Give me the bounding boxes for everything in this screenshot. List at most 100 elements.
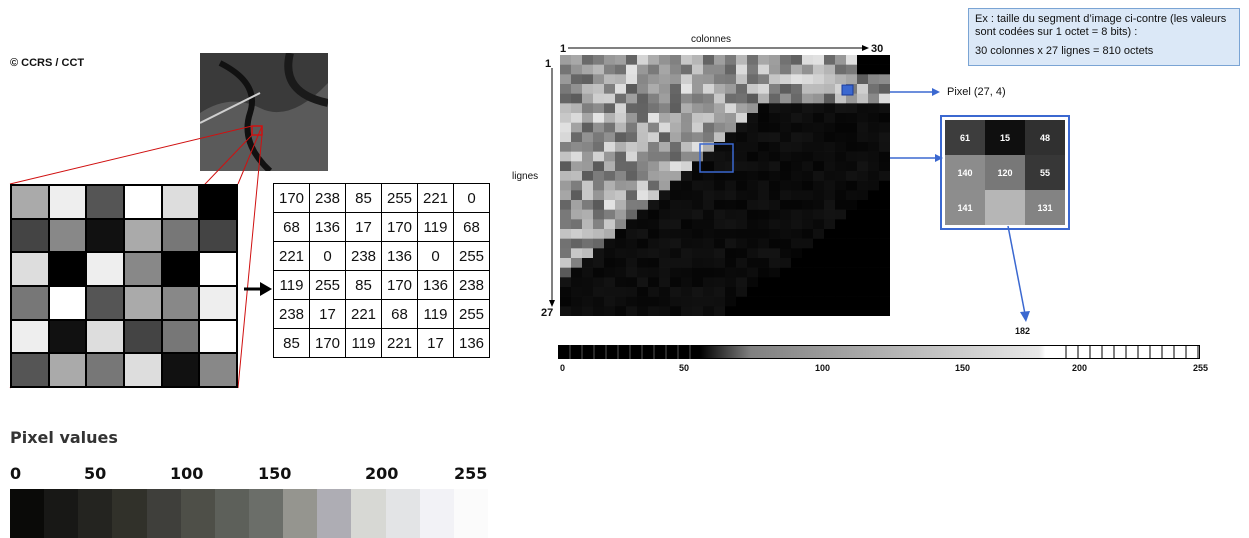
pixel-cell [879, 200, 890, 210]
pixel-cell [703, 238, 715, 249]
pixel-cell [582, 229, 594, 239]
pixel-cell [670, 209, 682, 220]
pixel-cell [813, 132, 825, 143]
arrow-right-icon [244, 282, 272, 296]
pixel-cell [769, 229, 781, 239]
pixel-cell [703, 142, 715, 152]
pixel-cell [571, 122, 583, 133]
pixel-cell [604, 122, 616, 133]
pixel-cell [714, 238, 726, 249]
zoom-cell-value: 120 [997, 167, 1013, 178]
pixel-cell [736, 219, 748, 230]
pixel-cell [626, 132, 638, 143]
pixel-cell [824, 229, 836, 239]
pixel-cell [736, 248, 748, 259]
pixel-cell [758, 84, 770, 94]
zoom-cell: 131 [1025, 190, 1065, 225]
pixel-cell [835, 238, 847, 249]
pixel-cell [802, 267, 814, 278]
pixel-cell [692, 190, 704, 201]
pixel-cell [714, 84, 726, 94]
table-cell: 238 [453, 270, 490, 300]
pixel-cell [637, 113, 649, 123]
selected-region [699, 143, 734, 173]
pixel-cell [714, 64, 726, 75]
pixel-cell [604, 74, 616, 85]
pixel-cell [846, 142, 858, 152]
pixel-cell [560, 103, 572, 114]
pixel-cell [626, 55, 638, 65]
gray-cell [48, 252, 87, 286]
pixel-cell [879, 132, 890, 143]
pixel-cell [571, 209, 583, 220]
pixel-cell [747, 238, 759, 249]
zoom-cell: 61 [945, 120, 985, 155]
pixel-cell [604, 190, 616, 201]
pixel-cell [604, 248, 616, 259]
pixel-cell [626, 267, 638, 278]
pixel-cell [846, 306, 858, 316]
pixel-cell [736, 229, 748, 239]
table-cell: 85 [345, 270, 382, 300]
pixel-cell [813, 171, 825, 181]
info-box-line2: 30 colonnes x 27 lignes = 810 octets [975, 45, 1154, 57]
pixel-cell [835, 74, 847, 85]
pixel-cell [824, 74, 836, 85]
table-cell: 136 [453, 328, 490, 358]
pixel-cell [626, 74, 638, 85]
pixel-cell [714, 93, 726, 104]
pixel-cell [758, 122, 770, 133]
pixel-cell [659, 209, 671, 220]
pixel-cell [670, 55, 682, 65]
pixel-cell [747, 180, 759, 191]
pixel-cell [835, 209, 847, 220]
pixel-cell [725, 306, 737, 316]
pixel-cell [604, 113, 616, 123]
row-start-label: 1 [545, 58, 552, 70]
gray-cell [48, 353, 87, 387]
pixel-cell [637, 151, 649, 162]
pixel-cell [714, 287, 726, 297]
pixel-cell [791, 103, 803, 114]
scale-label: 255 [454, 464, 488, 483]
col-end-label: 30 [871, 43, 884, 55]
pixel-cell [857, 238, 869, 249]
pixel-cell [879, 287, 890, 297]
pixel-cell [791, 74, 803, 85]
gray-cell [86, 319, 124, 354]
pixel-cell [879, 142, 890, 152]
pixel-cell [703, 64, 715, 75]
pixel-cell [780, 74, 792, 85]
pixel-cell [879, 161, 890, 172]
pixel-cell [648, 113, 660, 123]
table-cell: 136 [381, 241, 418, 271]
ramp-label: 100 [815, 363, 831, 373]
pixel-cell [593, 64, 605, 75]
pixel-cell [791, 296, 803, 307]
pixel-cell [670, 93, 682, 104]
pixel-cell [758, 296, 770, 307]
pixel-cell [813, 55, 825, 65]
pixel-cell [791, 64, 803, 75]
pixel-cell [681, 151, 693, 162]
pixel-cell [857, 171, 869, 181]
gray-swatch [317, 489, 352, 538]
pixel-cell [637, 122, 649, 133]
pixel-cell [615, 171, 627, 181]
pixel-cell [780, 296, 792, 307]
pixel-cell [802, 296, 814, 307]
pixel-cell [659, 171, 671, 181]
pixel-callout-label: Pixel (27, 4) [947, 86, 1006, 98]
pixel-cell [637, 200, 649, 210]
pixel-cell [813, 142, 825, 152]
pixel-cell [736, 55, 748, 65]
gray-cell [199, 319, 237, 354]
pixel-cell [857, 306, 869, 316]
pixel-cell [692, 248, 704, 259]
pixel-cell [648, 296, 660, 307]
pixel-cell [659, 84, 671, 94]
pixel-cell [571, 277, 583, 288]
pixel-cell [714, 219, 726, 230]
